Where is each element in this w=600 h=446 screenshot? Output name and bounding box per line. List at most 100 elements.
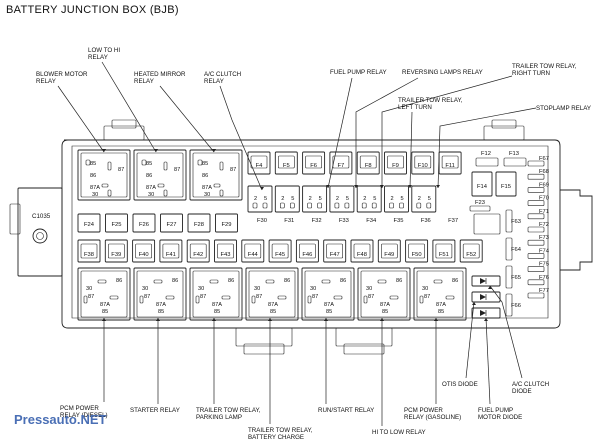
fuse-f15 (495, 171, 517, 197)
pin-30-label: 30 (198, 286, 204, 292)
pin-85-label: 85 (326, 309, 332, 315)
pin-slot (153, 279, 163, 284)
fuse-f5 (274, 151, 298, 175)
fuse-f45-blade (271, 243, 289, 259)
fuse-f7 (329, 151, 353, 175)
diode-symbol (480, 310, 486, 316)
fuse-label-f5: F5 (283, 163, 290, 169)
callout-ac-clutch-diode: A/C CLUTCH (512, 381, 549, 388)
callout-low-to-hi-relay: LOW TO HI (88, 47, 120, 54)
fuse-label-f24: F24 (84, 222, 95, 228)
fuse-f42 (186, 239, 210, 263)
pin-slot (399, 202, 404, 209)
fuse-label-f52: F52 (466, 252, 476, 258)
leader-ac-clutch (219, 85, 263, 191)
pin-slot (83, 295, 88, 304)
pin-slot (197, 159, 203, 166)
callout-pcm-power-diesel: RELAY (DIESEL) (60, 412, 108, 419)
pin-85-label: 85 (202, 161, 208, 167)
pin-87-label: 87 (256, 294, 262, 300)
pin-86-label: 86 (396, 278, 402, 284)
fuse-f8-blade (359, 155, 377, 169)
callout-blower-motor-relay: RELAY (36, 78, 56, 85)
pin-slot (221, 295, 231, 300)
pcm-power-relay-gasoline-inner (416, 270, 464, 318)
pin-slot (219, 189, 224, 197)
arrow-head (102, 318, 106, 321)
fuse-f6-blade (305, 155, 322, 169)
fuse-label-f28: F28 (194, 222, 204, 228)
pin-slot (195, 295, 200, 304)
trailer-tow-parking-relay-inner (192, 270, 240, 318)
fuse-label-f25: F25 (112, 222, 122, 228)
connector-body (17, 187, 63, 277)
pin-86-label: 86 (284, 278, 290, 284)
pin-slot (165, 295, 175, 300)
pin-87-label: 87 (174, 167, 180, 173)
callout-trailer-tow-left: TRAILER TOW RELAY, (398, 97, 463, 104)
mini-relay-pin-2: 2 (254, 196, 257, 202)
fuse-label-f44: F44 (248, 252, 259, 258)
pin-slot (333, 295, 343, 300)
pin-slot (377, 279, 387, 284)
leader-otis (465, 301, 475, 379)
blower-motor-relay (77, 149, 131, 201)
fuse-f25 (105, 213, 128, 233)
fuse-f39-blade (108, 243, 125, 259)
callout-fuel-pump-motor-diode: FUEL PUMP (478, 407, 513, 414)
pin-slot (279, 202, 285, 209)
fuse-label-f27: F27 (167, 222, 177, 228)
fuse-label-f46: F46 (302, 252, 312, 258)
fuse-label-f29: F29 (222, 222, 232, 228)
run-start-relay-inner (304, 270, 352, 318)
top-mount-tab-right-inner (491, 119, 517, 129)
fuse-f26 (132, 213, 156, 233)
fuse-f5-blade (277, 155, 295, 169)
fuse-label-f48: F48 (357, 252, 367, 258)
arrow-head (260, 187, 264, 190)
arrow-head (156, 318, 160, 321)
fuse-label-f31: F31 (284, 218, 294, 224)
mini-relay-pin-2: 2 (363, 196, 366, 202)
fuse-label-f33: F33 (339, 218, 349, 224)
pin-85-label: 85 (90, 161, 96, 167)
fuse-f38 (77, 239, 101, 263)
arrow-head (436, 185, 440, 188)
pin-87-label: 87 (368, 294, 374, 300)
fuse-f64 (505, 237, 513, 261)
pin-slot (97, 279, 107, 284)
callout-trailer-tow-parking: TRAILER TOW RELAY, (196, 407, 261, 414)
fuse-f41-blade (162, 243, 180, 259)
diode-2 (471, 291, 501, 303)
fuse-label-f43: F43 (221, 252, 231, 258)
fuse-f72 (527, 226, 545, 233)
leader-trailer-left (409, 111, 413, 189)
callout-blower-motor-relay: BLOWER MOTOR (36, 71, 88, 78)
fuse-f67 (527, 160, 545, 167)
fuse-label-f12: F12 (481, 151, 491, 157)
fuse-f38-blade (80, 243, 98, 259)
pin-slot (139, 295, 144, 304)
fuse-label-f7: F7 (338, 163, 345, 169)
mini-relay-3 (302, 185, 328, 213)
mini-relay-pin-5: 5 (264, 196, 267, 202)
fuse-label-f41: F41 (166, 252, 176, 258)
fuse-label-f42: F42 (193, 252, 203, 258)
top-mount-tab-right (483, 125, 525, 141)
pcm-power-relay-diesel-inner (80, 270, 128, 318)
callout-low-to-hi-relay: RELAY (88, 54, 108, 61)
pin-30-label: 30 (142, 286, 148, 292)
pin-30-label: 30 (366, 286, 372, 292)
fuse-label-f30: F30 (257, 218, 267, 224)
mini-relay-pin-5: 5 (373, 196, 376, 202)
fuse-f10 (411, 151, 435, 175)
pin-30-label: 30 (86, 286, 92, 292)
pin-slot (321, 279, 331, 284)
fuse-f50 (405, 239, 429, 263)
fuse-label-f67: F67 (539, 156, 549, 162)
arrow-head (212, 149, 216, 152)
diode-symbol (480, 294, 486, 300)
pin-87a-label: 87A (202, 185, 212, 191)
pin-85-label: 85 (438, 309, 444, 315)
